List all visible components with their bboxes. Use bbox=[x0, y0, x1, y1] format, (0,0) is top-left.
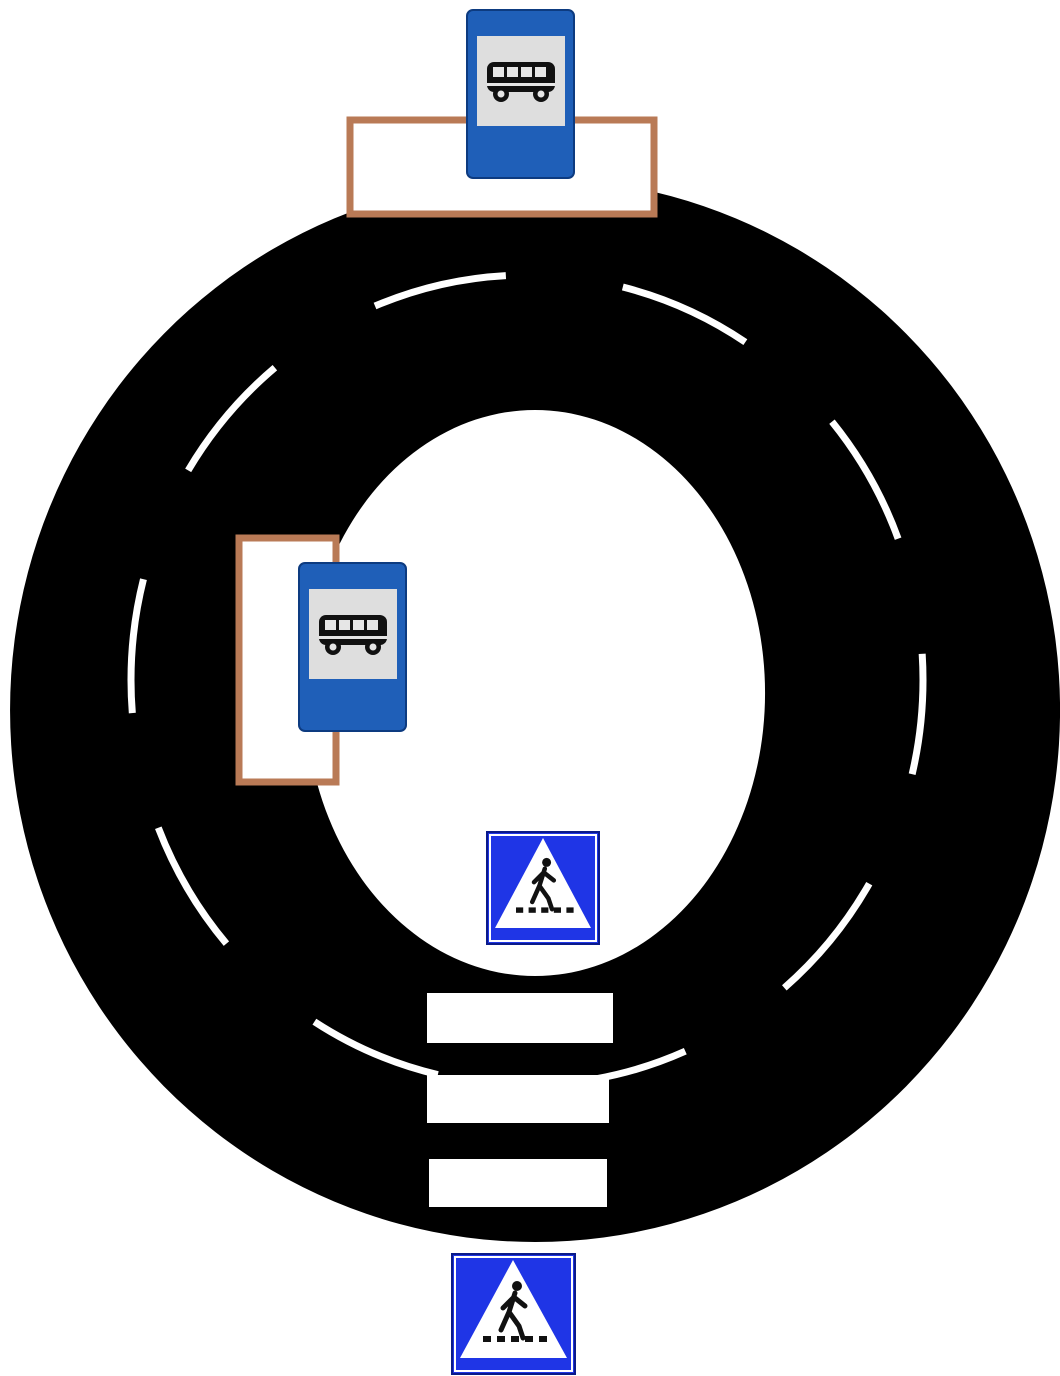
lane-dash-marking bbox=[127, 271, 927, 1089]
zebra-stripe bbox=[427, 993, 613, 1043]
pedestrian-crossing-sign-inner bbox=[486, 831, 600, 945]
pedestrian-crossing-sign-bottom bbox=[451, 1253, 576, 1375]
bus-stop-sign-top bbox=[466, 9, 575, 179]
bus-stop-sign-left bbox=[298, 562, 407, 732]
zebra-stripe bbox=[427, 1075, 609, 1123]
zebra-crossing bbox=[427, 993, 613, 1207]
zebra-stripe bbox=[429, 1159, 607, 1207]
